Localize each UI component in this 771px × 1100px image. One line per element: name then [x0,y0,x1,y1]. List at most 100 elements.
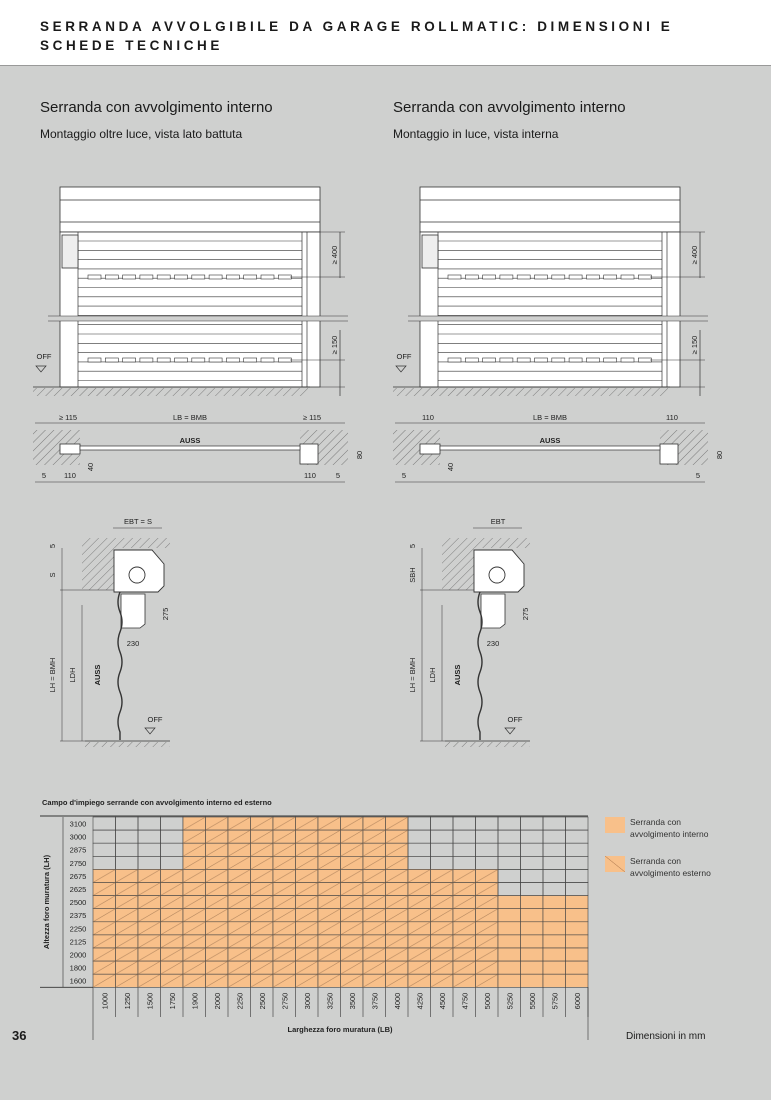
dim-label: ≥ 400 [690,246,699,265]
row-label: 2675 [70,872,87,881]
hatch-mark [273,921,296,935]
vent-slot [226,357,240,363]
hatch-mark [475,882,498,896]
column-label: 6000 [573,993,582,1010]
hatch-mark [138,974,161,988]
roller-housing [419,186,681,233]
table-cell [497,869,521,883]
dim-label: LDH [68,667,77,682]
vent-slot [568,274,583,280]
hatch-mark [430,882,453,896]
table-cell [430,829,454,844]
hatch-mark [115,948,138,962]
hatch-mark [385,882,408,896]
dim-label: SBH [408,567,417,582]
table-cell [565,960,589,975]
hatch-mark [385,817,408,831]
table-cell [452,829,476,844]
hatch-mark [273,869,296,883]
chart-title: Campo d'impiego serrande con avvolgiment… [42,798,272,807]
hatch-mark [430,869,453,883]
hatch-mark [160,934,183,948]
vent-slot [226,274,240,280]
table-cell [565,934,589,949]
row-label: 2250 [70,924,87,933]
hatch-mark [273,908,296,922]
hatch-mark [430,908,453,922]
hatch-mark [138,869,161,883]
hatch-mark [295,856,318,870]
legend-swatch-esterno [605,856,625,872]
curtain-profile [117,591,123,740]
level-marker-icon [395,365,407,373]
hatch-mark [340,961,363,975]
hatch-mark [385,869,408,883]
row-label: 2500 [70,898,87,907]
hatch-mark [250,830,273,844]
dim-label: 230 [127,639,140,648]
hatch-mark [250,843,273,857]
column-label: 5000 [483,993,492,1010]
hatch-mark [183,895,206,909]
dim-label: 110 [422,413,434,422]
hatch-mark [318,934,341,948]
column-label: 5750 [550,993,559,1010]
roller-icon [128,566,146,584]
hatch-mark [363,856,386,870]
off-label: OFF [148,715,163,724]
hatch-mark [430,934,453,948]
dim-label: 275 [161,608,170,621]
table-cell [542,934,566,949]
hatch-mark [273,934,296,948]
hatch-mark [160,869,183,883]
vent-slot [603,274,617,280]
hatch-mark [273,830,296,844]
left-section-subtitle: Montaggio oltre luce, vista lato battuta [40,127,243,141]
hatch-mark [228,908,251,922]
table-cell [430,816,454,831]
hatch-mark [318,817,341,831]
hatch-mark [228,830,251,844]
hatch-mark [205,843,228,857]
table-cell [115,842,139,857]
table-cell [452,842,476,857]
guide-rail [659,443,679,465]
hatch-mark [385,921,408,935]
hatch-mark [205,948,228,962]
hatch-mark [205,830,228,844]
curtain-section [79,445,301,451]
table-cell [542,973,566,988]
hatch-mark [340,817,363,831]
motor-icon [421,234,439,269]
row-label: 2125 [70,937,87,946]
table-cell [497,921,521,936]
table-cell [475,855,499,870]
table-cell [565,855,589,870]
column-label: 1500 [145,993,154,1010]
hatch-mark [363,974,386,988]
hatch-mark [93,921,116,935]
hatch-mark [453,961,476,975]
dim-label: LDH [428,667,437,682]
table-cell [92,829,116,844]
table-cell [452,816,476,831]
hatch-mark [160,961,183,975]
vent-slot [551,357,566,363]
dim-label: ≥ 150 [690,336,699,355]
dim-label: 110 [666,413,678,422]
hatch-mark [205,895,228,909]
hatch-mark [318,921,341,935]
hatch-mark [453,921,476,935]
hatch-mark [385,830,408,844]
hatch-mark [408,961,431,975]
hatch-mark [340,974,363,988]
table-cell [497,973,521,988]
table-cell [520,921,544,936]
vent-slot [139,274,154,280]
hatch-mark [115,934,138,948]
lintel-hatch [82,538,170,548]
x-axis-label: Larghezza foro muratura (LB) [287,1025,393,1034]
table-cell [565,973,589,988]
hatch-mark [295,921,318,935]
